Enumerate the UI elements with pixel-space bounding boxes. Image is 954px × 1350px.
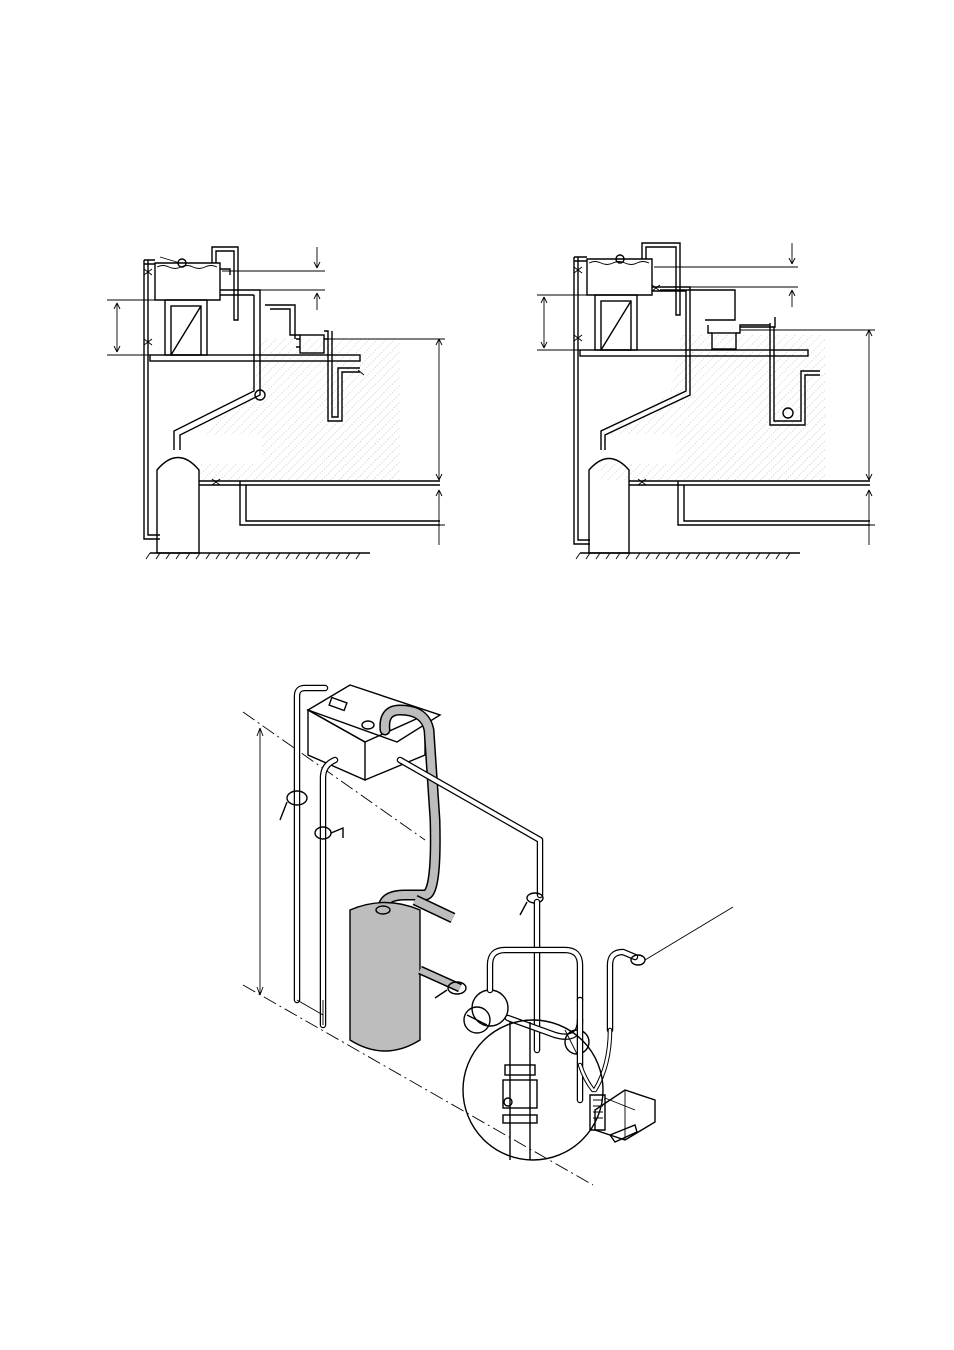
dimension-arrow [866, 330, 872, 480]
pump-pipe [265, 305, 300, 339]
dimension-arrow [789, 243, 795, 307]
vent-pipe [212, 247, 238, 320]
cold-feed-pipe [574, 257, 590, 544]
detail-valve [503, 1080, 537, 1108]
support-brace [171, 306, 201, 355]
return-pipe [678, 481, 870, 525]
cylinder-outlet [629, 481, 870, 485]
detail-pipe [510, 1022, 530, 1160]
label-box [606, 435, 676, 463]
isometric-diagram [225, 670, 765, 1200]
label-box [192, 435, 262, 463]
dimension-arrow [866, 490, 872, 545]
isometric-drawing [225, 670, 765, 1200]
elevation-diagram-left [100, 235, 460, 565]
dimension-arrow [541, 297, 547, 348]
ground-hatch [146, 553, 360, 559]
dimension-arrow [257, 728, 263, 995]
dimension-extension [537, 295, 587, 350]
header-tank [587, 259, 652, 295]
float-valve [329, 698, 347, 711]
return-pipe [240, 481, 440, 525]
dimension-arrow [436, 339, 442, 480]
valve-icon [652, 285, 660, 291]
vent-pipe [642, 243, 680, 315]
dimension-arrow [114, 303, 120, 352]
cylinder-outlet [199, 481, 440, 485]
elevation-drawing-right [530, 235, 890, 565]
elevation-diagram-right [530, 235, 890, 565]
dimension-arrow [436, 490, 442, 545]
dimension-arrow [314, 247, 320, 310]
elevation-drawing-left [100, 235, 460, 565]
reference-line-upper [243, 712, 425, 840]
float-arm [160, 257, 180, 263]
hot-water-cylinder [157, 458, 199, 554]
header-tank [155, 263, 220, 300]
support-brace [601, 301, 631, 350]
leader-line [645, 907, 733, 960]
tank-water [157, 266, 217, 269]
hot-water-cylinder [350, 903, 420, 1052]
cold-feed-pipe [148, 260, 160, 535]
pump-pipe [660, 290, 735, 320]
shower-pipe [610, 952, 635, 1030]
ground-hatch [576, 553, 790, 559]
